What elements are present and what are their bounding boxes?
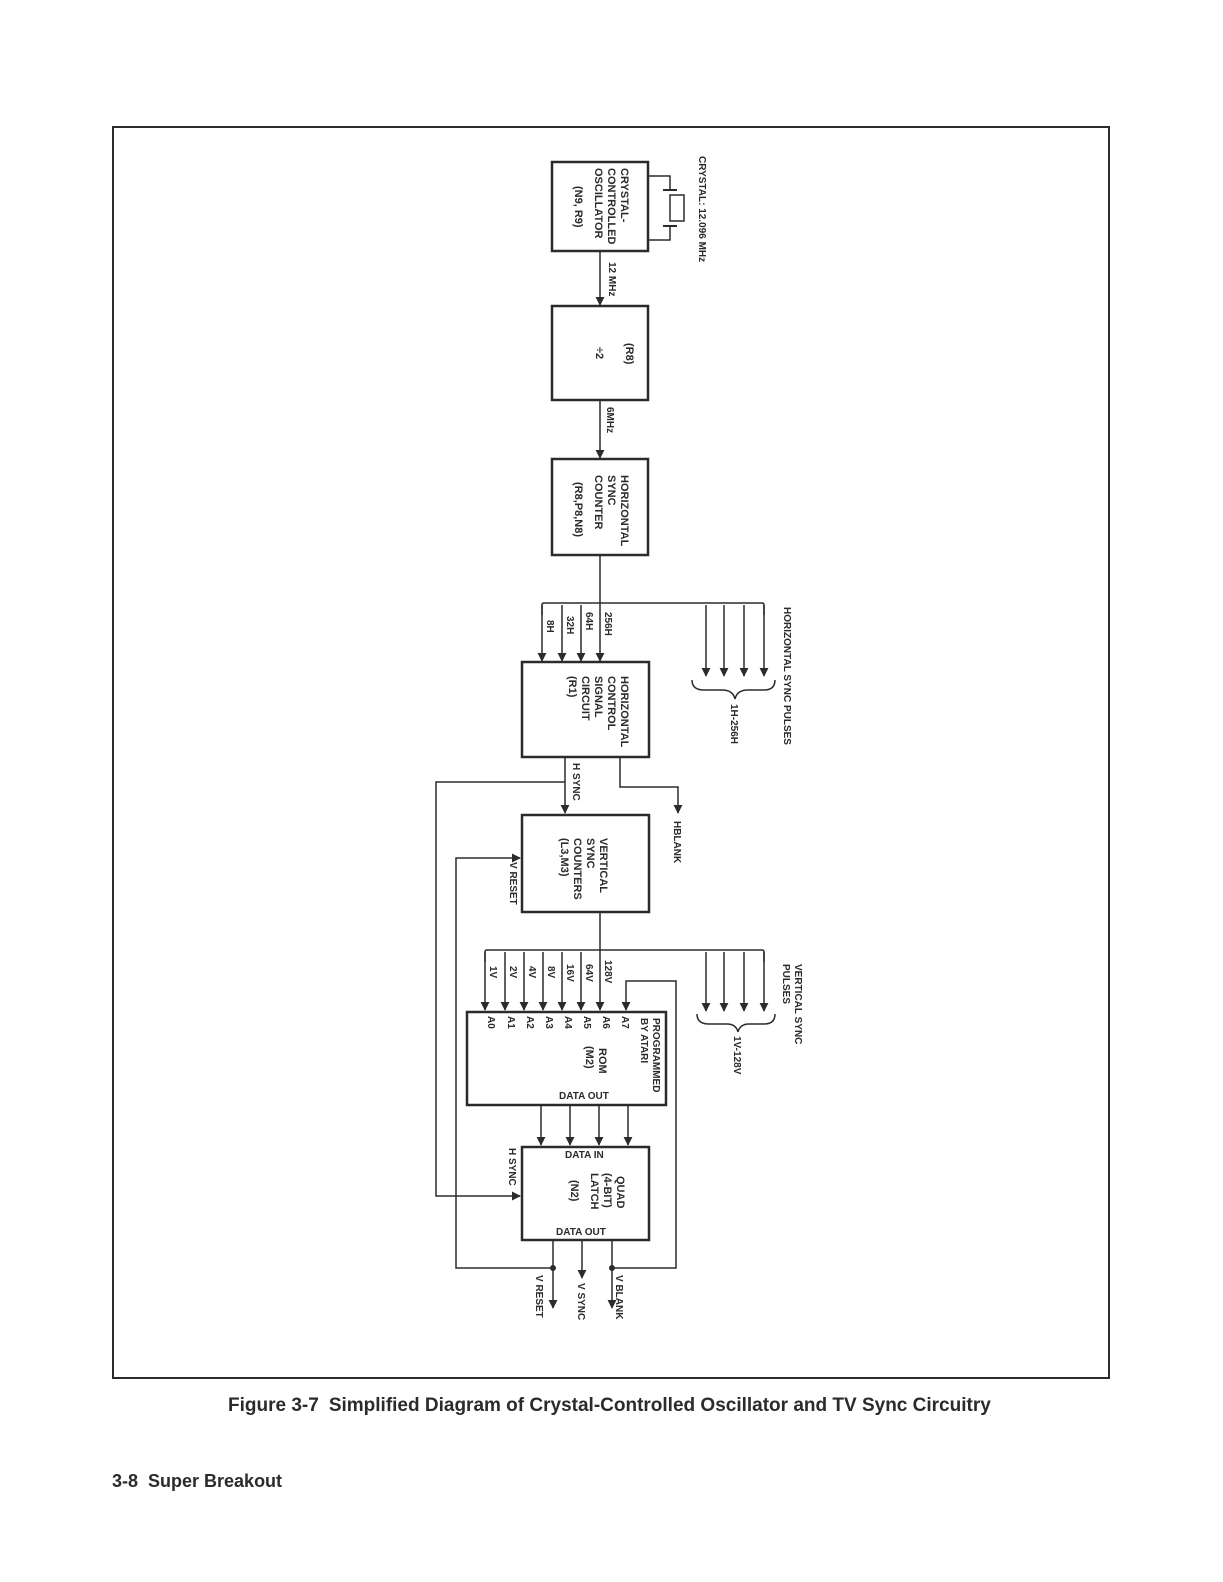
output-vblank: V BLANK — [613, 1275, 624, 1320]
vsync-counters-line-1: VERTICAL — [597, 838, 609, 893]
output-vreset: V RESET — [533, 1275, 544, 1318]
hcontrol-line-1: HORIZONTAL — [618, 676, 630, 748]
hblank-label: HBLANK — [671, 821, 682, 864]
rom-name-1: ROM — [596, 1048, 608, 1074]
hsync-wires — [435, 757, 683, 1201]
oscillator-line-3: OSCILLATOR — [592, 168, 604, 239]
h-bus — [537, 555, 776, 700]
latch-hsync-in: H SYNC — [506, 1148, 517, 1186]
hcontrol-block — [520, 660, 651, 759]
v-tap-128v: 128V — [602, 960, 613, 984]
divider-ref: (R8) — [623, 343, 635, 365]
rom-pin-a3: A3 — [543, 1016, 554, 1029]
rom-block — [465, 1010, 668, 1107]
latch-name-4: (N2) — [568, 1180, 580, 1202]
hsync-pulses-title: HORIZONTAL SYNC PULSES — [781, 607, 792, 745]
latch-data-in: DATA IN — [565, 1150, 604, 1161]
hcontrol-line-2: CONTROL — [605, 676, 617, 731]
vsync-pulses-title-1: VERTICAL SYNC — [792, 964, 803, 1044]
v-tap-1v: 1V — [487, 966, 498, 979]
latch-data-out: DATA OUT — [556, 1227, 606, 1238]
latch-name-3: LATCH — [588, 1173, 600, 1210]
hsync-pulses-range: 1H-256H — [728, 704, 739, 744]
v-tap-64v: 64V — [583, 964, 594, 982]
oscillator-line-2: CONTROLLED — [605, 168, 617, 244]
hsync-counter-line-4: (R8,P8,N8) — [572, 482, 584, 537]
hcontrol-line-4: CIRCUIT — [579, 676, 591, 721]
oscillator-line-4: (N9, R9) — [572, 186, 584, 228]
rom-programmed-2: BY ATARI — [638, 1018, 649, 1063]
v-bus — [480, 912, 776, 1033]
vsync-pulses-range: 1V-128V — [731, 1036, 742, 1075]
oscillator-line-1: CRYSTAL- — [618, 168, 630, 223]
rom-latch-bus — [536, 1105, 633, 1146]
hsync-counter-line-2: SYNC — [605, 475, 617, 506]
figure-caption: Figure 3-7 Simplified Diagram of Crystal-… — [228, 1395, 1028, 1417]
divider-symbol: ÷2 — [593, 347, 605, 359]
rom-pin-a6: A6 — [600, 1016, 611, 1029]
vreset-in-label: V RESET — [507, 862, 518, 905]
12mhz-label: 12 MHz — [606, 262, 617, 296]
crystal — [648, 175, 685, 241]
latch-name-1: QUAD — [614, 1176, 626, 1208]
v-tap-4v: 4V — [526, 966, 537, 979]
rom-pin-a4: A4 — [562, 1016, 573, 1029]
output-vsync: V SYNC — [575, 1283, 586, 1320]
page-number: 3-8 — [112, 1471, 139, 1491]
rom-pin-a7: A7 — [619, 1016, 630, 1029]
figure-frame — [112, 126, 1110, 1379]
vsync-counters-line-4: (L3,M3) — [558, 838, 570, 877]
rom-name-2: (M2) — [583, 1046, 595, 1069]
vsync-counters-block — [520, 813, 651, 914]
v-tap-16v: 16V — [564, 964, 575, 982]
latch-outputs — [455, 853, 617, 1309]
hcontrol-line-3: SIGNAL — [592, 676, 604, 718]
figure-title: Simplified Diagram of Crystal-Controlled… — [328, 1395, 991, 1416]
h-tap-256h: 256H — [602, 612, 613, 636]
vsync-pulses-title-2: PULSES — [780, 964, 791, 1004]
rom-pin-a0: A0 — [485, 1016, 496, 1029]
manual-title: Super Breakout — [148, 1471, 283, 1491]
rom-pin-a1: A1 — [505, 1016, 516, 1029]
h-tap-8h: 8H — [544, 620, 555, 633]
v-tap-8v: 8V — [545, 966, 556, 979]
page-footer: 3-8 Super Breakout — [112, 1471, 282, 1492]
rom-data-out: DATA OUT — [559, 1091, 609, 1102]
h-tap-32h: 32H — [564, 616, 575, 634]
figure-number: Figure 3-7 — [228, 1395, 319, 1416]
vsync-counters-line-2: SYNC — [584, 838, 596, 869]
hcontrol-line-5: (R1) — [566, 676, 578, 698]
vsync-counters-line-3: COUNTERS — [571, 838, 583, 900]
v-tap-2v: 2V — [507, 966, 518, 979]
rom-pin-a5: A5 — [581, 1016, 592, 1029]
latch-block — [520, 1145, 651, 1242]
rom-pin-a2: A2 — [524, 1016, 535, 1029]
hsync-label: H SYNC — [570, 763, 581, 801]
hsync-counter-line-1: HORIZONTAL — [618, 475, 630, 547]
vblank-feedback-wire — [612, 980, 677, 1269]
latch-name-2: (4-BIT) — [601, 1173, 613, 1208]
h-tap-64h: 64H — [583, 612, 594, 630]
crystal-label: CRYSTAL: 12.096 MHz — [696, 156, 707, 262]
hsync-counter-line-3: COUNTER — [592, 475, 604, 529]
rom-programmed-1: PROGRAMMED — [650, 1018, 661, 1092]
oscillator-block — [550, 160, 650, 253]
6mhz-label: 6MHz — [604, 407, 615, 433]
